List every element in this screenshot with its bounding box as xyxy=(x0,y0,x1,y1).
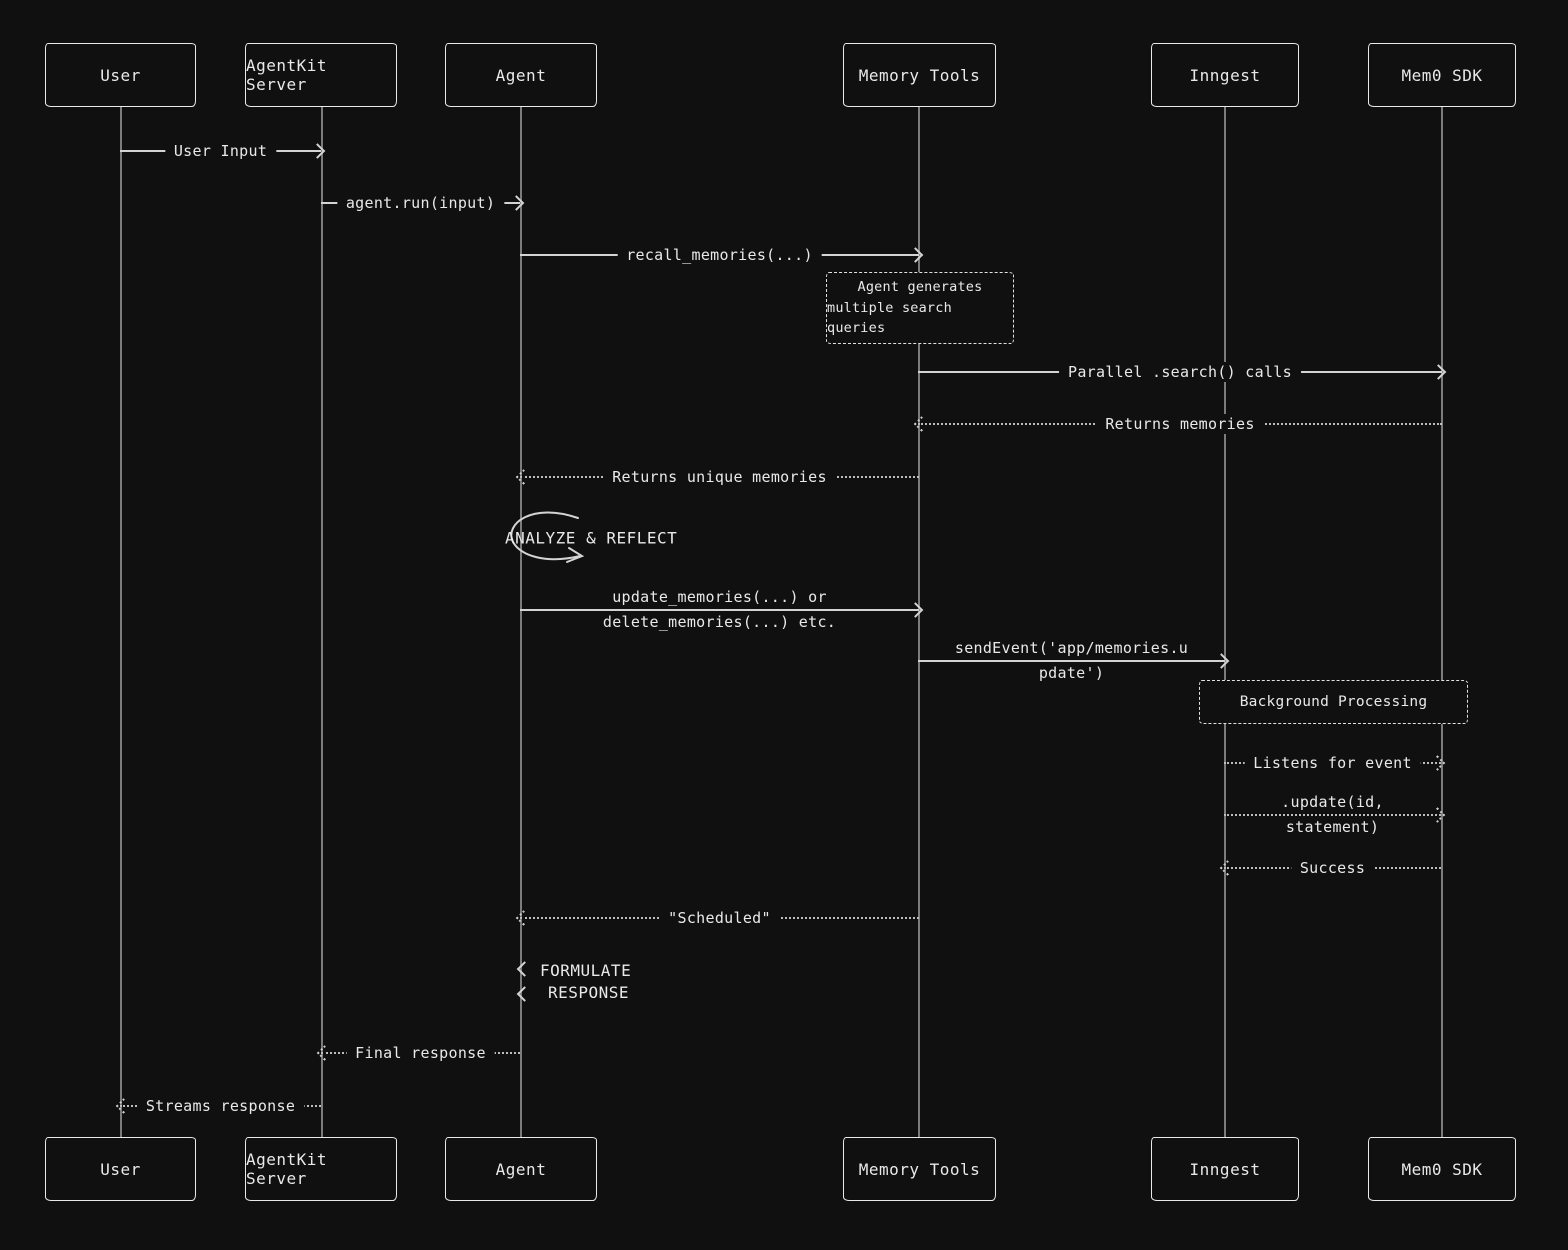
arrow-right-icon xyxy=(1430,364,1447,380)
message-label: Final response xyxy=(346,1043,495,1063)
arrow-left-icon xyxy=(316,1045,333,1061)
self-loop-arrow-icon xyxy=(510,511,585,563)
lifeline-inngest xyxy=(1224,107,1226,1137)
message-label-line2: pdate') xyxy=(1030,665,1113,682)
arrow-right-icon xyxy=(1213,653,1230,669)
lifeline-mem0-sdk xyxy=(1441,107,1443,1137)
message-label: agent.run(input) xyxy=(336,193,505,213)
actor-user-bottom: User xyxy=(45,1137,196,1201)
message-label: Returns memories xyxy=(1096,414,1264,434)
message-line xyxy=(520,609,919,611)
actor-agent-top: Agent xyxy=(445,43,597,107)
actor-label: Mem0 SDK xyxy=(1401,1159,1483,1179)
arrow-left-icon xyxy=(1219,860,1236,876)
message-label-line1: .update(id, xyxy=(1273,794,1392,811)
message-label-line1: sendEvent('app/memories.u xyxy=(946,640,1197,657)
lifeline-agentkit-server xyxy=(321,107,323,1137)
lifeline-user xyxy=(120,107,122,1137)
message-label-line2: delete_memories(...) etc. xyxy=(594,614,845,631)
arrow-left-icon xyxy=(913,416,930,432)
arrow-right-icon xyxy=(1429,807,1446,823)
actor-label: AgentKit Server xyxy=(246,56,328,94)
note-search-queries: Agent generates multiple search queries xyxy=(826,272,1014,344)
actor-label: Mem0 SDK xyxy=(1401,65,1483,85)
formulate-line1: FORMULATE xyxy=(540,961,632,980)
arrow-right-icon xyxy=(309,143,326,159)
self-loop-label: ANALYZE & REFLECT xyxy=(505,528,678,548)
message-label: .update(id, statement) xyxy=(1273,794,1392,836)
formulate-line2: RESPONSE xyxy=(548,983,630,1002)
message-label: update_memories(...) or delete_memories(… xyxy=(594,589,845,631)
message-label-line1: update_memories(...) or xyxy=(604,589,835,606)
actor-mem0-sdk-bottom: Mem0 SDK xyxy=(1368,1137,1516,1201)
message-label: Listens for event xyxy=(1244,753,1421,773)
actor-agentkit-server-top: AgentKit Server xyxy=(245,43,397,107)
note-background-processing: Background Processing xyxy=(1199,680,1468,724)
actor-user-top: User xyxy=(45,43,196,107)
actor-label: Agent xyxy=(495,1159,547,1179)
actor-label: Inngest xyxy=(1189,1159,1261,1179)
actor-label: Memory Tools xyxy=(858,1159,981,1179)
formulate-response-label: FORMULATE RESPONSE xyxy=(540,960,631,1004)
actor-inngest-top: Inngest xyxy=(1151,43,1299,107)
note-label: Background Processing xyxy=(1239,693,1428,710)
message-label: Returns unique memories xyxy=(603,467,836,487)
actor-memory-tools-top: Memory Tools xyxy=(843,43,996,107)
note-line1: Agent generates xyxy=(857,278,983,295)
message-label: User Input xyxy=(164,141,277,161)
message-line xyxy=(918,660,1225,662)
lifeline-agent xyxy=(520,107,522,1137)
arrow-right-icon xyxy=(907,247,924,263)
actor-inngest-bottom: Inngest xyxy=(1151,1137,1299,1201)
actor-label: Memory Tools xyxy=(858,65,981,85)
message-label: Streams response xyxy=(136,1096,305,1116)
message-label: recall_memories(...) xyxy=(617,245,822,265)
actor-memory-tools-bottom: Memory Tools xyxy=(843,1137,996,1201)
note-line2: multiple search queries xyxy=(827,299,952,337)
message-label: Parallel .search() calls xyxy=(1059,362,1301,382)
arrow-right-icon xyxy=(1429,755,1446,771)
message-label-line2: statement) xyxy=(1277,819,1388,836)
actor-mem0-sdk-top: Mem0 SDK xyxy=(1368,43,1516,107)
actor-agent-bottom: Agent xyxy=(445,1137,597,1201)
arrow-left-icon xyxy=(115,1098,132,1114)
arrow-right-icon xyxy=(907,602,924,618)
actor-label: User xyxy=(100,65,141,85)
arrow-left-icon xyxy=(515,910,532,926)
actor-agentkit-server-bottom: AgentKit Server xyxy=(245,1137,397,1201)
message-label: Success xyxy=(1290,858,1375,878)
arrow-left-icon xyxy=(515,469,532,485)
arrow-right-icon xyxy=(508,195,525,211)
message-label: "Scheduled" xyxy=(659,908,780,928)
actor-label: Inngest xyxy=(1189,65,1261,85)
actor-label: User xyxy=(100,1159,141,1179)
actor-label: Agent xyxy=(495,65,547,85)
message-line xyxy=(1224,814,1441,816)
actor-label: AgentKit Server xyxy=(246,1150,328,1188)
lifeline-memory-tools xyxy=(918,107,920,1137)
message-label: sendEvent('app/memories.u pdate') xyxy=(946,640,1197,682)
